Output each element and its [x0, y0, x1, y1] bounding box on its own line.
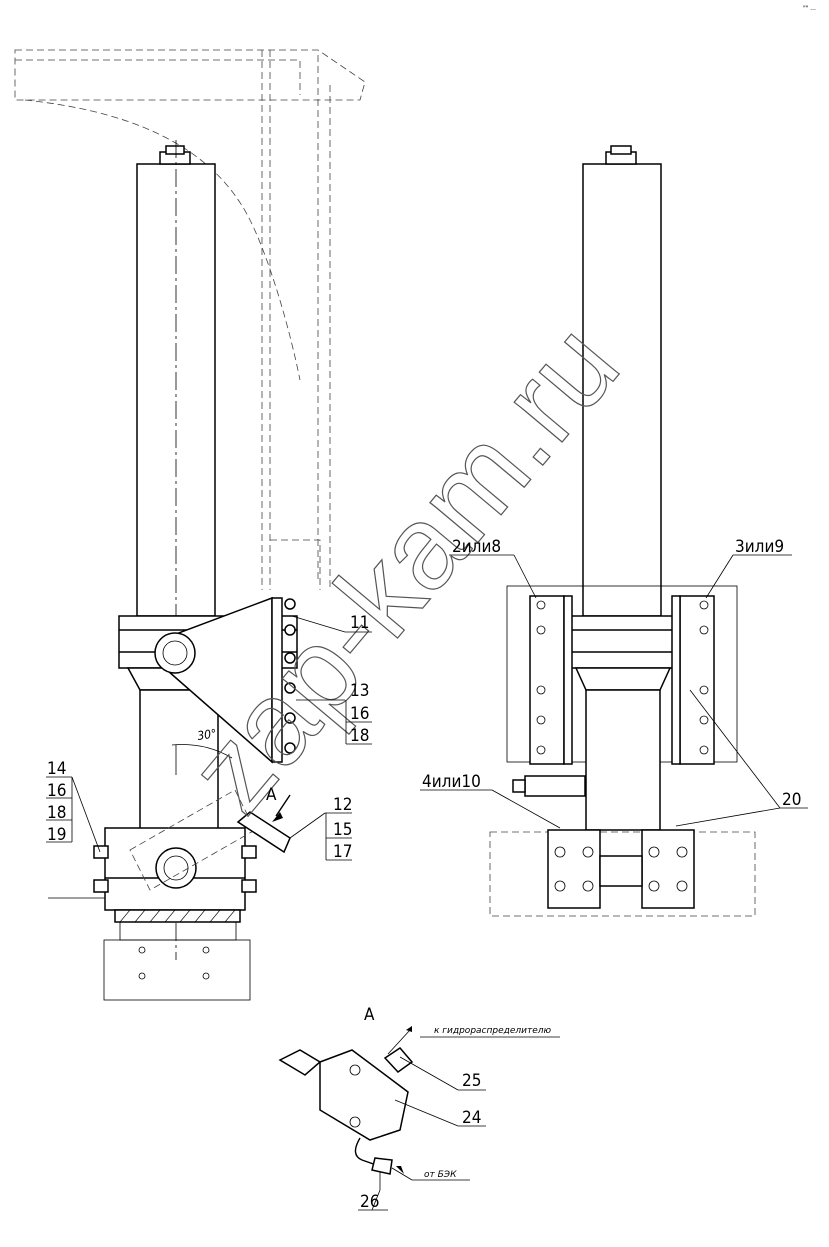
clamp-4-or-10-left — [547, 829, 601, 909]
plate-2-or-8 — [529, 595, 565, 765]
callout-12: 12 — [333, 795, 352, 815]
callout-11: 11 — [350, 613, 369, 633]
callout-18-upper: 18 — [350, 726, 369, 746]
detail-valve-body — [319, 1049, 409, 1141]
callout-26: 26 — [360, 1192, 379, 1212]
right-view — [489, 145, 756, 917]
view-marker-a: A — [266, 785, 277, 805]
callout-17: 17 — [333, 842, 352, 862]
leader-lines — [46, 554, 808, 1211]
callout-13: 13 — [350, 681, 369, 701]
bracket-bolts — [284, 598, 296, 754]
callout-20: 20 — [782, 790, 801, 810]
callout-labels: 11 13 16 18 12 15 17 14 16 18 19 2или8 3… — [47, 537, 801, 1212]
plate-3-or-9 — [679, 595, 715, 765]
callout-24: 24 — [462, 1108, 481, 1128]
right-cylinder — [582, 163, 662, 617]
detail-a — [278, 1047, 414, 1175]
callout-16-upper: 16 — [350, 704, 369, 724]
callout-3-or-9: 3или9 — [735, 537, 784, 557]
callout-2-or-8: 2или8 — [452, 537, 501, 557]
callout-4-or-10: 4или10 — [422, 772, 481, 792]
detail-title-a: A — [364, 1005, 375, 1025]
left-view — [14, 49, 366, 1001]
callout-16-lower: 16 — [47, 781, 66, 801]
note-from-bek: от БЭК — [424, 1170, 457, 1180]
callout-15: 15 — [333, 820, 352, 840]
corner-mark: "" ... — [803, 5, 816, 12]
callout-18-lower: 18 — [47, 803, 66, 823]
callout-14: 14 — [47, 759, 66, 779]
clamp-4-or-10-right — [641, 829, 695, 909]
note-to-distributor: к гидрораспределителю — [434, 1026, 552, 1036]
angle-label: 30° — [196, 726, 217, 743]
callout-19: 19 — [47, 825, 66, 845]
callout-25: 25 — [462, 1071, 481, 1091]
